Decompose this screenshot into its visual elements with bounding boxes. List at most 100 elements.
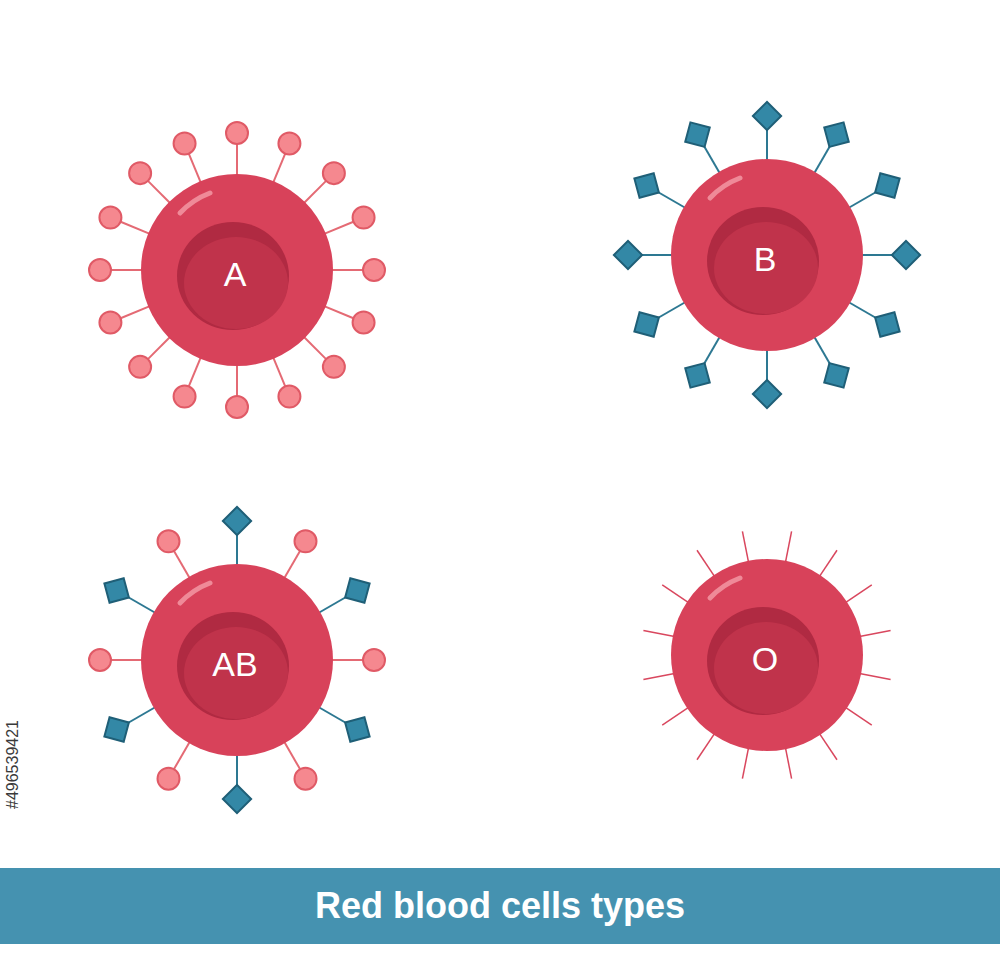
antigen-b bbox=[892, 241, 920, 269]
blood-type-letter: O bbox=[752, 640, 778, 679]
antigen-stalk bbox=[318, 707, 347, 724]
red-blood-cell: AB bbox=[140, 563, 334, 757]
antigen-none bbox=[844, 707, 871, 725]
watermark-id: #496539421 bbox=[4, 720, 22, 809]
antigen-none bbox=[785, 531, 791, 563]
cell-center bbox=[177, 222, 289, 330]
cell-body bbox=[141, 564, 333, 756]
cell-center-inner bbox=[714, 222, 818, 314]
antigen-b bbox=[685, 363, 709, 387]
cell-center-inner bbox=[714, 622, 818, 714]
red-blood-cell: O bbox=[670, 558, 864, 752]
red-blood-cell: B bbox=[670, 158, 864, 352]
antigen-stalk bbox=[704, 336, 721, 365]
antigen-stalk bbox=[658, 192, 687, 209]
antigen-stalk bbox=[766, 129, 768, 162]
antigen-none bbox=[643, 630, 675, 636]
antigen-b bbox=[614, 241, 642, 269]
antigen-none bbox=[662, 707, 689, 725]
cell-center bbox=[707, 207, 819, 315]
antigen-stalk bbox=[860, 254, 893, 256]
antigen-b bbox=[753, 380, 781, 408]
cell-body bbox=[141, 174, 333, 366]
antigen-stalk bbox=[273, 356, 286, 386]
antigen-b bbox=[345, 717, 369, 741]
antigen-stalk bbox=[189, 154, 202, 184]
red-blood-cell: A bbox=[140, 173, 334, 367]
antigen-stalk bbox=[814, 146, 831, 175]
antigen-stalk bbox=[323, 306, 353, 319]
antigen-stalk bbox=[318, 597, 347, 614]
antigen-stalk bbox=[236, 363, 238, 396]
antigen-b bbox=[753, 102, 781, 130]
antigen-a bbox=[363, 259, 385, 281]
antigen-stalk bbox=[236, 753, 238, 786]
antigen-b bbox=[824, 363, 848, 387]
antigen-a bbox=[295, 768, 317, 790]
antigen-stalk bbox=[111, 659, 144, 661]
cell-highlight bbox=[710, 178, 740, 198]
cell-body bbox=[671, 159, 863, 351]
cell-highlight bbox=[180, 193, 210, 213]
antigen-stalk bbox=[303, 336, 326, 359]
antigen-a bbox=[99, 207, 121, 229]
antigen-a bbox=[226, 122, 248, 144]
antigen-stalk bbox=[148, 336, 171, 359]
antigen-a bbox=[353, 311, 375, 333]
antigen-stalk bbox=[330, 269, 363, 271]
antigen-stalk bbox=[148, 181, 171, 204]
antigen-a bbox=[89, 259, 111, 281]
antigen-a bbox=[278, 132, 300, 154]
antigen-b bbox=[685, 122, 709, 146]
antigen-stalk bbox=[128, 597, 157, 614]
antigen-b bbox=[824, 122, 848, 146]
cell-center-inner bbox=[184, 237, 288, 329]
antigen-stalk bbox=[641, 254, 674, 256]
antigen-stalk bbox=[273, 154, 286, 184]
antigen-stalk bbox=[284, 551, 301, 580]
antigen-stalk bbox=[704, 146, 721, 175]
antigen-stalk bbox=[284, 741, 301, 770]
antigen-stalk bbox=[189, 356, 202, 386]
antigen-a bbox=[89, 649, 111, 671]
antigen-stalk bbox=[174, 741, 191, 770]
antigen-none bbox=[819, 550, 837, 577]
antigen-none bbox=[643, 673, 675, 679]
antigen-b bbox=[875, 312, 899, 336]
antigen-none bbox=[785, 746, 791, 778]
antigen-a bbox=[99, 311, 121, 333]
antigen-b bbox=[875, 173, 899, 197]
antigen-b bbox=[104, 717, 128, 741]
antigen-a bbox=[226, 396, 248, 418]
cell-center-inner bbox=[184, 627, 288, 719]
antigen-a bbox=[174, 132, 196, 154]
antigen-none bbox=[697, 550, 715, 577]
antigen-b bbox=[104, 578, 128, 602]
blood-type-letter: A bbox=[224, 255, 247, 294]
antigen-none bbox=[819, 732, 837, 759]
antigen-none bbox=[697, 732, 715, 759]
antigen-a bbox=[129, 356, 151, 378]
antigen-stalk bbox=[236, 534, 238, 567]
cell-highlight bbox=[180, 583, 210, 603]
antigen-none bbox=[844, 585, 871, 603]
antigen-none bbox=[858, 673, 890, 679]
antigen-a bbox=[129, 162, 151, 184]
antigen-a bbox=[295, 530, 317, 552]
antigen-a bbox=[278, 386, 300, 408]
antigen-stalk bbox=[236, 144, 238, 177]
antigen-a bbox=[158, 530, 180, 552]
antigen-b bbox=[345, 578, 369, 602]
antigen-stalk bbox=[121, 306, 151, 319]
antigen-stalk bbox=[323, 222, 353, 235]
antigen-a bbox=[353, 207, 375, 229]
antigen-stalk bbox=[303, 181, 326, 204]
antigen-stalk bbox=[848, 302, 877, 319]
antigen-stalk bbox=[848, 192, 877, 209]
antigen-none bbox=[662, 585, 689, 603]
cell-center bbox=[707, 607, 819, 715]
antigen-stalk bbox=[111, 269, 144, 271]
antigen-none bbox=[742, 531, 748, 563]
antigen-stalk bbox=[814, 336, 831, 365]
